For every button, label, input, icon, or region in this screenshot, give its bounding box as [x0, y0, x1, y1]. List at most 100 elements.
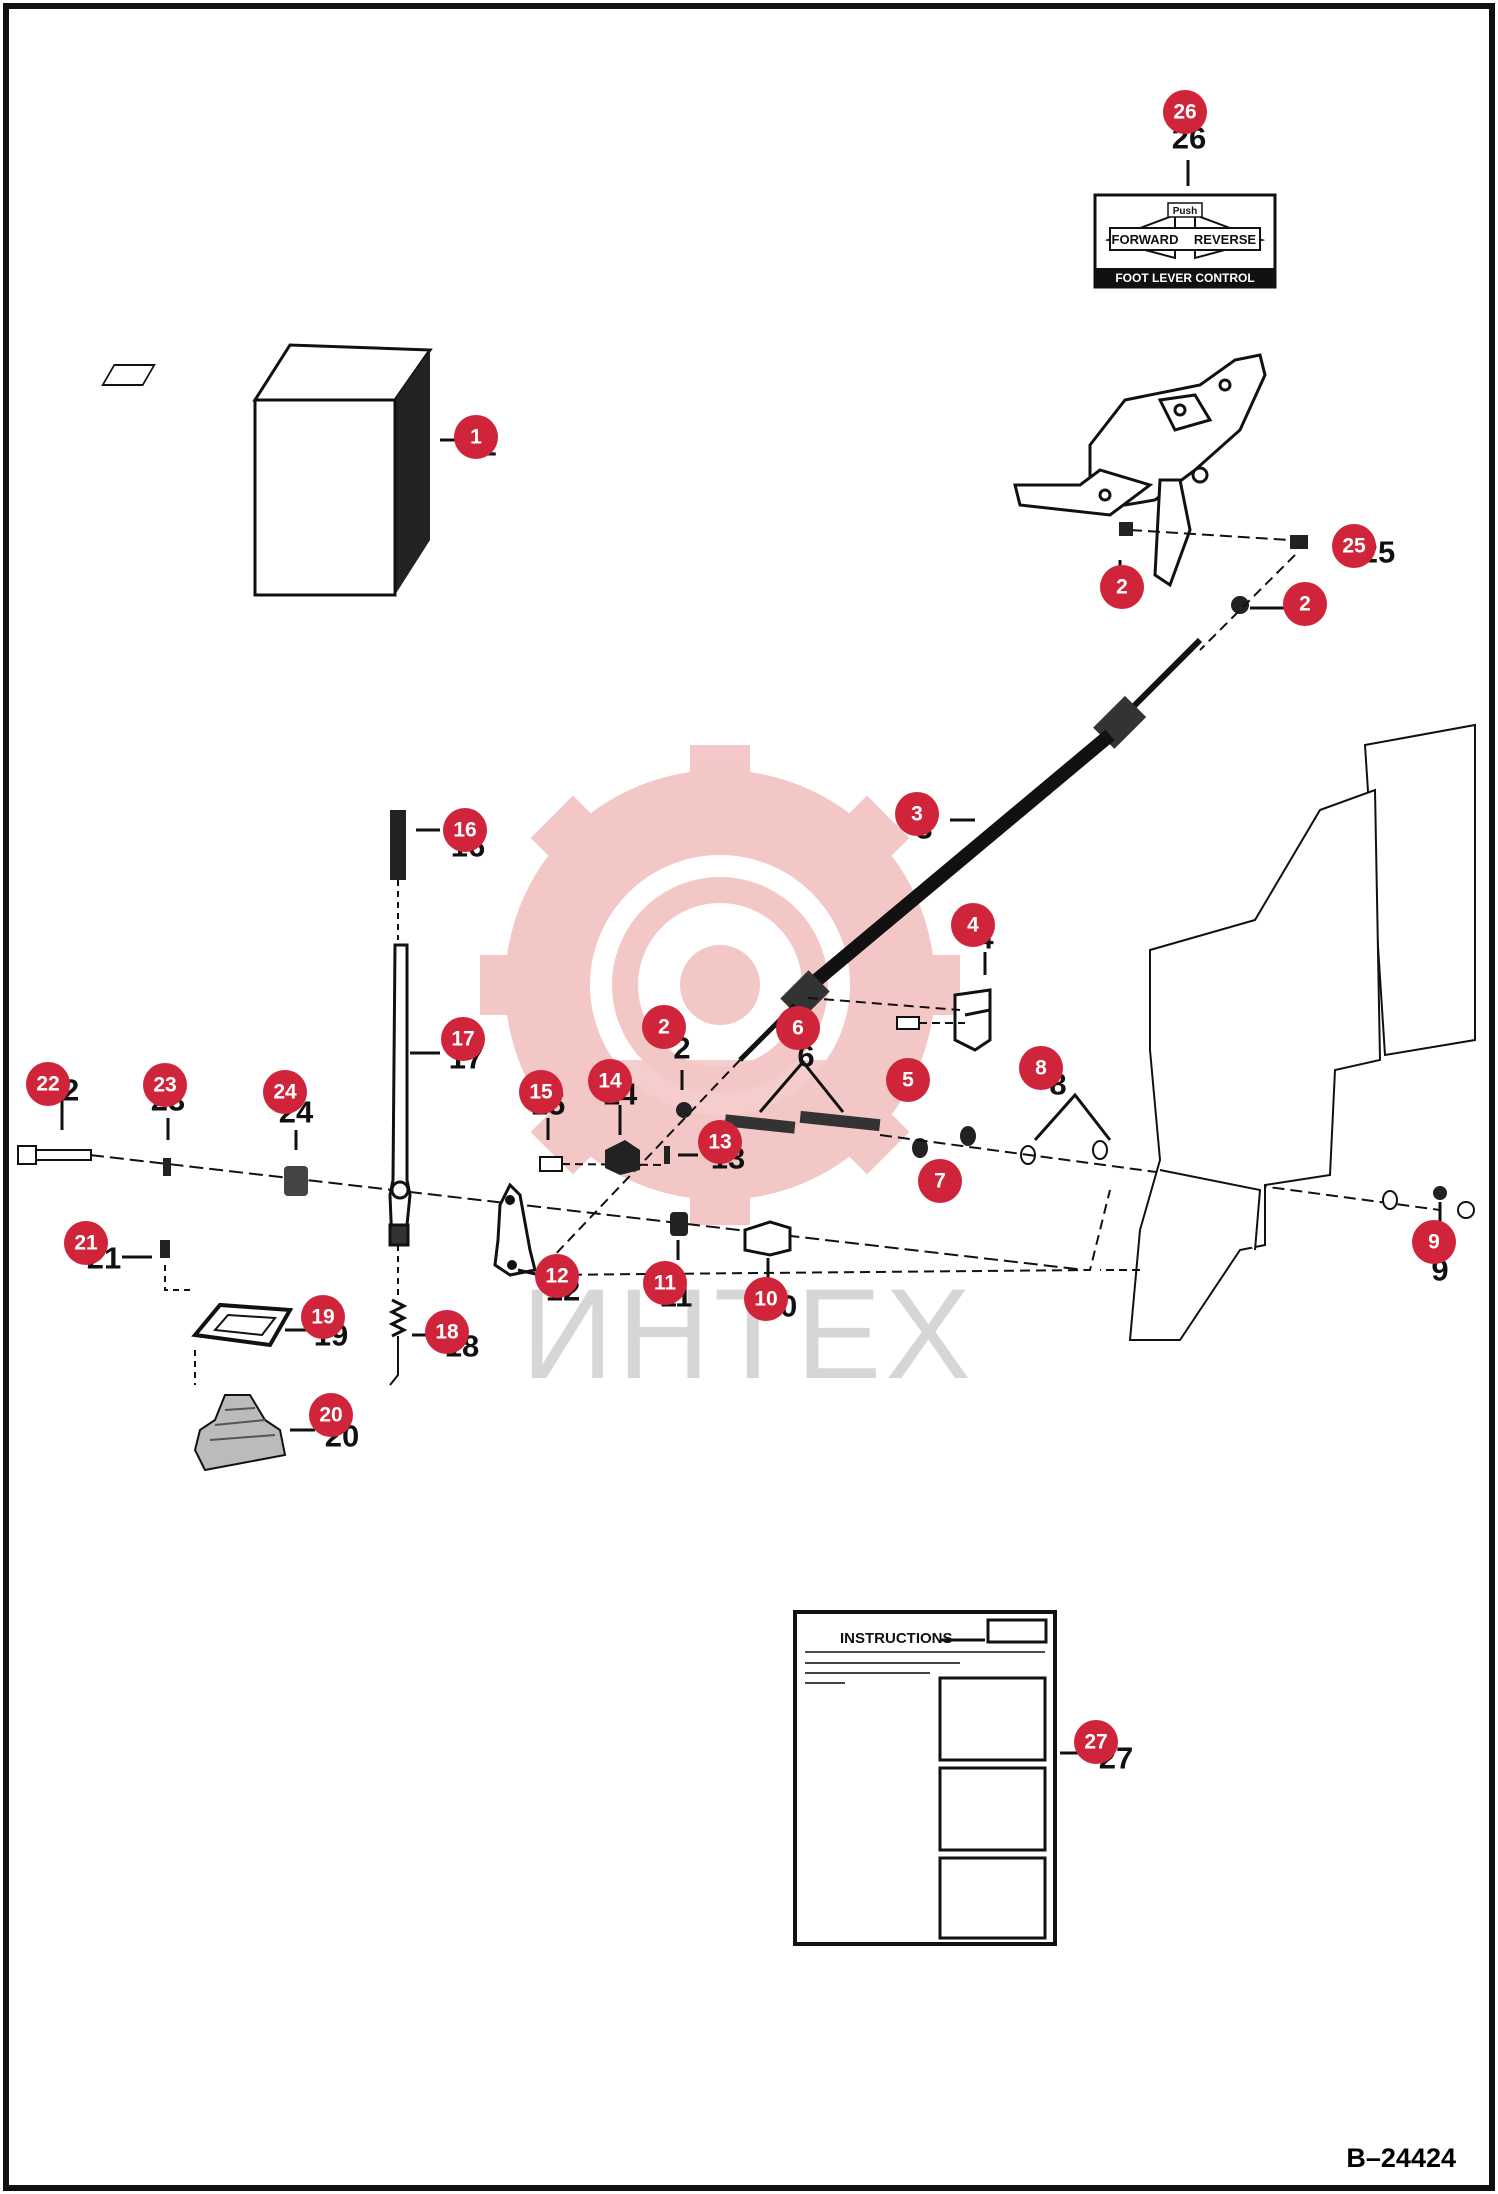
callout-badge-circle — [886, 1058, 930, 1102]
pedal-bracket-assembly — [1013, 353, 1267, 588]
callout-badge-circle — [1283, 582, 1327, 626]
callout-badge-circle — [895, 792, 939, 836]
callout-badge-circle — [454, 415, 498, 459]
callout-19: 19 — [301, 1295, 345, 1339]
page-frame — [3, 3, 1495, 2191]
decal-foot-lever-text: FOOT LEVER CONTROL — [1115, 271, 1254, 285]
callout-23: 23 — [143, 1063, 187, 1107]
callout-number: 25 — [1342, 535, 1366, 558]
callout-number: 23 — [153, 1074, 176, 1097]
side-panel-right — [1128, 723, 1476, 1341]
part-19-plate — [191, 1302, 294, 1348]
callout-badge-circle — [744, 1277, 788, 1321]
callout-badge-circle — [1074, 1720, 1118, 1764]
callout-25: 25 — [1332, 524, 1376, 568]
callout-21: 21 — [64, 1221, 108, 1265]
callout-number: 27 — [1084, 1731, 1107, 1754]
callout-badge-circle — [1019, 1046, 1063, 1090]
callout-10: 10 — [744, 1277, 788, 1321]
callout-badge-circle — [425, 1310, 469, 1354]
callout-13: 13 — [698, 1120, 742, 1164]
callout-18: 18 — [425, 1310, 469, 1354]
part-18-spring — [388, 1298, 408, 1386]
callout-number: 14 — [598, 1070, 622, 1093]
callout-badge-circle — [918, 1159, 962, 1203]
callout-22: 22 — [26, 1062, 70, 1106]
part-12-bellcrank — [493, 1182, 537, 1277]
callout-14: 14 — [588, 1059, 632, 1103]
callout-badge-circle — [1163, 90, 1207, 134]
callout-6: 6 — [776, 1006, 820, 1050]
callout-badge-circle — [776, 1006, 820, 1050]
callout-badge-circle — [26, 1062, 70, 1106]
callout-number: 16 — [453, 819, 476, 842]
callout-26: 26 — [1163, 90, 1207, 134]
callout-badge-circle — [263, 1070, 307, 1114]
callout-number: 22 — [36, 1073, 59, 1096]
callout-number: 4 — [967, 914, 979, 937]
instructions-title: INSTRUCTIONS — [840, 1630, 953, 1647]
callout-number: 13 — [708, 1131, 731, 1154]
callout-badge-circle — [643, 1261, 687, 1305]
callout-badge-circle — [1332, 524, 1376, 568]
callout-badge-circle — [309, 1393, 353, 1437]
callout-number: 2 — [658, 1016, 670, 1039]
callout-number: 26 — [1173, 101, 1196, 124]
callout-badge-circle — [951, 903, 995, 947]
callout-badge-circle — [441, 1017, 485, 1061]
callout-badge-circle — [143, 1063, 187, 1107]
callout-4: 4 — [951, 903, 995, 947]
callout-badge-circle — [443, 808, 487, 852]
callout-badge-circle — [1412, 1220, 1456, 1264]
callout-number: 8 — [1035, 1057, 1047, 1080]
callout-number: 1 — [470, 426, 482, 449]
part-4-clip-bracket — [953, 988, 992, 1052]
callout-number: 18 — [435, 1321, 459, 1344]
callout-badge-circle — [698, 1120, 742, 1164]
document-reference-number: B–24424 — [1346, 2143, 1456, 2173]
callout-5: 5 — [886, 1058, 930, 1102]
callout-17: 17 — [441, 1017, 485, 1061]
callout-badge-circle — [1100, 565, 1144, 609]
callout-number: 20 — [319, 1404, 342, 1427]
callout-number: 3 — [911, 803, 923, 826]
callout-number: 7 — [934, 1170, 946, 1193]
callout-number: 5 — [902, 1069, 914, 1092]
callout-number: 10 — [754, 1288, 777, 1311]
decal-push-text: Push — [1173, 206, 1197, 217]
callout-3: 3 — [895, 792, 939, 836]
callout-24: 24 — [263, 1070, 307, 1114]
callout-number: 11 — [654, 1272, 677, 1295]
callout-2: 2 — [1283, 582, 1327, 626]
decal-forward-text: FORWARD — [1112, 232, 1179, 247]
part-17-lever — [388, 943, 412, 1247]
callout-badge-circle — [588, 1059, 632, 1103]
callout-1: 1 — [454, 415, 498, 459]
callout-20: 20 — [309, 1393, 353, 1437]
callout-number: 15 — [529, 1081, 553, 1104]
callout-12: 12 — [535, 1254, 579, 1298]
part-6-bolts — [724, 1110, 881, 1134]
part-1-carton — [101, 343, 433, 597]
callout-7: 7 — [918, 1159, 962, 1203]
decal-reverse-text: REVERSE — [1194, 232, 1256, 247]
part-27-instructions-sheet: INSTRUCTIONS — [793, 1610, 1057, 1946]
part-20-boot — [193, 1394, 287, 1472]
callout-badge-circle — [64, 1221, 108, 1265]
callout-2: 2 — [1100, 565, 1144, 609]
callout-number: 12 — [545, 1265, 568, 1288]
callout-16: 16 — [443, 808, 487, 852]
part-22-bolt — [17, 1145, 92, 1165]
callout-number: 2 — [1116, 576, 1128, 599]
callout-number: 2 — [1299, 593, 1311, 616]
callout-number: 24 — [273, 1081, 297, 1104]
callout-number: 19 — [311, 1306, 334, 1329]
callout-badge-circle — [519, 1070, 563, 1114]
callout-11: 11 — [643, 1261, 687, 1305]
callout-number: 9 — [1428, 1231, 1440, 1254]
callout-27: 27 — [1074, 1720, 1118, 1764]
part-26-decal: Push FORWARD REVERSE FOOT LEVER CONTROL — [1093, 193, 1277, 289]
